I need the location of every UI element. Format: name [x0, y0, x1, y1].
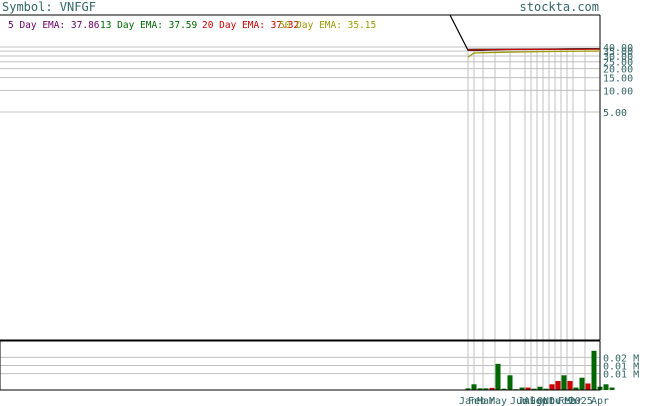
y-tick-label: 15.00	[603, 74, 633, 85]
ema50-line	[467, 50, 601, 58]
y-tick-label: 20.00	[603, 65, 633, 76]
y-tick-label: 40.00	[603, 43, 633, 54]
x-axis-label: Jan	[459, 396, 477, 406]
legend-entry: 5 Day EMA: 37.86	[8, 20, 100, 31]
volume-bar	[483, 388, 489, 390]
y-tick-label: 30.00	[603, 52, 633, 63]
x-axis-label: Mar	[477, 396, 495, 406]
x-axis-label: Aug	[524, 396, 542, 406]
volume-bar	[585, 383, 591, 390]
y-tick-label: 35.00	[603, 47, 633, 58]
volume-bar	[561, 375, 567, 390]
volume-panel-border	[0, 340, 601, 391]
x-axis-label: Feb	[468, 396, 486, 406]
volume-tick-label: 0.02 M	[603, 353, 639, 364]
volume-bar	[591, 350, 597, 390]
volume-bar	[525, 387, 531, 390]
volume-bar	[603, 384, 609, 390]
y-tick-label: 10.00	[603, 86, 633, 97]
volume-bar	[537, 386, 543, 390]
x-axis-label: Jun	[510, 396, 528, 406]
legend-entry: 50 Day EMA: 35.15	[279, 20, 376, 31]
volume-bar	[477, 388, 483, 390]
symbol-label: Symbol: VNFGF	[2, 0, 96, 14]
volume-bar	[507, 375, 513, 390]
x-axis-label: Jul	[518, 396, 536, 406]
legend-entry: 13 Day EMA: 37.59	[100, 20, 198, 31]
x-axis-label: Mar	[565, 396, 583, 406]
volume-bar	[555, 381, 561, 390]
x-axis-label: Sep	[530, 396, 548, 406]
x-axis-label: Feb	[558, 396, 576, 406]
x-axis-label: 2025	[569, 396, 593, 406]
volume-bar	[501, 388, 507, 390]
volume-bar	[609, 387, 615, 390]
volume-bar	[495, 363, 501, 390]
x-axis-label: Apr	[591, 396, 609, 406]
y-tick-label: 5.00	[603, 108, 627, 119]
x-axis-label: Nov	[543, 396, 561, 406]
volume-bar	[489, 387, 495, 390]
site-name: stockta.com	[520, 0, 599, 14]
volume-bar	[519, 387, 525, 390]
y-tick-label: 25.00	[603, 58, 633, 69]
volume-bar	[579, 377, 585, 390]
volume-bar	[531, 388, 537, 390]
ema20-line	[467, 48, 601, 51]
volume-bar	[465, 388, 471, 390]
volume-bar	[471, 384, 477, 390]
volume-bar	[543, 388, 549, 390]
x-axis-label: May	[489, 396, 507, 406]
price-line	[449, 14, 601, 51]
volume-bar	[573, 387, 579, 390]
volume-tick-label: 0.01 M	[603, 370, 639, 381]
volume-panel: 0.02 M0.01 M0.01 M	[0, 340, 639, 391]
volume-bar	[567, 381, 573, 390]
volume-tick-label: 0.01 M	[603, 362, 639, 373]
x-axis-label: Oct	[537, 396, 555, 406]
x-axis-label: Dec	[549, 396, 567, 406]
volume-bar	[549, 384, 555, 390]
legend-entry: 20 Day EMA: 37.32	[202, 20, 299, 31]
